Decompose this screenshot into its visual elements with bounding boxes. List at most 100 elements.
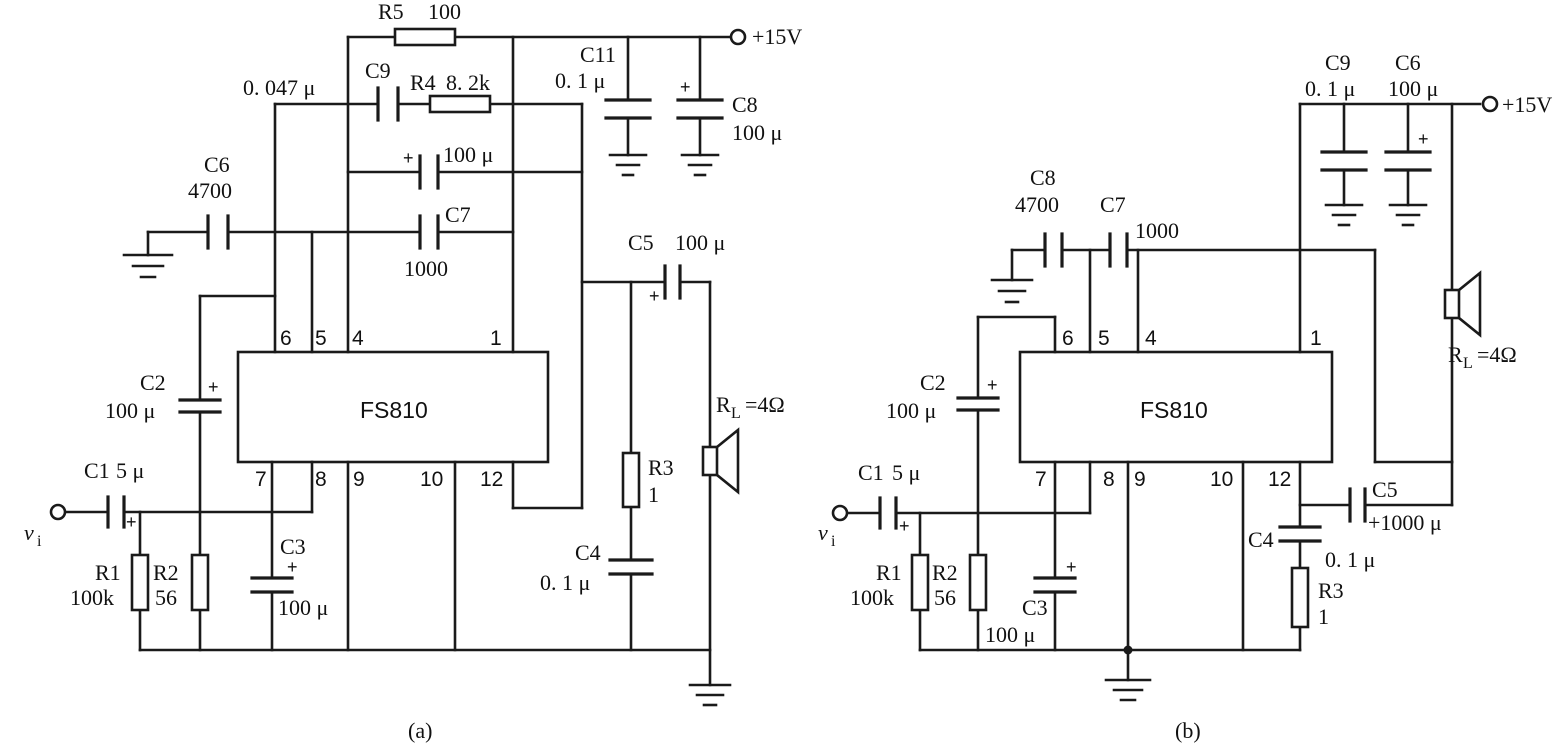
- value-c7-b: 1000: [1135, 218, 1179, 243]
- label-c8-b: C8: [1030, 165, 1056, 190]
- value-c4-a: 0. 1 μ: [540, 570, 590, 595]
- capacitor-c4-a: [608, 558, 654, 576]
- label-r2-b: R2: [932, 560, 958, 585]
- label-c6-b: C6: [1395, 50, 1421, 75]
- label-r4-a: R4: [410, 70, 436, 95]
- load-prefix-b: R: [1448, 342, 1463, 367]
- ground-c11-a: [608, 153, 648, 177]
- value-r3-a: 1: [648, 482, 659, 507]
- capacitor-c8-a: [676, 98, 724, 157]
- label-c1-b: C1: [858, 460, 884, 485]
- label-c4-a: C4: [575, 540, 601, 565]
- value-r2-b: 56: [934, 585, 956, 610]
- resistor-r1-a: [130, 553, 150, 612]
- capacitor-c5-b: [1348, 487, 1367, 523]
- input-subscript-b: i: [831, 533, 836, 550]
- ground-c8-b: [990, 278, 1034, 304]
- capacitor-c9-a: [376, 86, 400, 122]
- value-r5-a: 100: [428, 0, 461, 24]
- value-c5-a: 100 μ: [675, 230, 725, 255]
- capacitor-c7-a: [418, 214, 440, 250]
- label-c9-a: C9: [365, 58, 391, 83]
- supply-terminal-a: [729, 28, 747, 46]
- ground-c9-b: [1324, 203, 1364, 227]
- label-r3-b: R3: [1318, 578, 1344, 603]
- junction-dot-b: [1123, 645, 1133, 655]
- value-c2-b: 100 μ: [886, 398, 936, 423]
- value-c11-a: 0. 1 μ: [555, 68, 605, 93]
- plus-c2-a: +: [208, 377, 219, 397]
- value-c9-b: 0. 1 μ: [1305, 76, 1355, 101]
- value-100u-a: 100 μ: [443, 142, 493, 167]
- plus-c3-a: +: [287, 557, 298, 577]
- value-c3-a: 100 μ: [278, 595, 328, 620]
- capacitor-c9-b: [1320, 150, 1368, 207]
- load-value-a: =4Ω: [745, 392, 785, 417]
- label-c2-a: C2: [140, 370, 166, 395]
- plus-c1-b: +: [899, 516, 910, 536]
- resistor-r2-b: [968, 553, 988, 612]
- capacitor-c2-b: [956, 396, 1000, 412]
- resistor-r4-a: [428, 94, 492, 114]
- value-r4-a: 8. 2k: [446, 70, 490, 95]
- label-c3-b: C3: [1022, 595, 1048, 620]
- label-c5-b: C5: [1372, 477, 1398, 502]
- plus-c1-a: +: [126, 512, 137, 532]
- capacitor-c3-a: [250, 576, 294, 594]
- label-c11-a: C11: [580, 42, 616, 67]
- wires-a: [64, 35, 732, 687]
- value-r1-a: 100k: [70, 585, 114, 610]
- value-c6-a: 4700: [188, 178, 232, 203]
- chip-body-a: [236, 350, 550, 464]
- ground-main-b: [1104, 678, 1152, 702]
- capacitor-c7-b: [1108, 232, 1129, 268]
- capacitor-100u-a: [418, 154, 440, 190]
- supply-label-a: +15V: [752, 24, 802, 49]
- value-c5-b: +1000 μ: [1368, 510, 1442, 535]
- pin-4-a: 4: [352, 327, 364, 350]
- wires-b: [845, 102, 1482, 682]
- chip-label-a: FS810: [360, 397, 428, 423]
- resistor-r5-a: [393, 27, 457, 47]
- label-c7-a: C7: [445, 202, 471, 227]
- label-c6-a: C6: [204, 152, 230, 177]
- input-terminal-b: [831, 504, 849, 522]
- capacitor-c11-a: [604, 98, 652, 157]
- plus-c3-b: +: [1066, 557, 1077, 577]
- speaker-icon-b: [1443, 270, 1482, 338]
- label-c1-a: C1: [84, 458, 110, 483]
- label-r2-a: R2: [153, 560, 179, 585]
- pin-5-a: 5: [315, 327, 327, 350]
- ground-main-a: [688, 683, 732, 707]
- load-subscript-a: L: [731, 405, 741, 422]
- plus-c2-b: +: [987, 375, 998, 395]
- ground-c8-a: [680, 153, 720, 177]
- input-symbol-b: v: [818, 520, 828, 545]
- value-c7-a: 1000: [404, 256, 448, 281]
- capacitor-c1-b: [878, 496, 898, 530]
- load-subscript-b: L: [1463, 355, 1473, 372]
- pin-8-a: 8: [315, 468, 327, 491]
- input-terminal-a: [49, 503, 67, 521]
- pin-7-b: 7: [1035, 468, 1047, 491]
- label-c4-b: C4: [1248, 527, 1274, 552]
- capacitor-c6-a: [206, 214, 230, 250]
- label-c8-a: C8: [732, 92, 758, 117]
- speaker-icon-a: [701, 427, 740, 495]
- supply-terminal-b: [1481, 95, 1499, 113]
- value-r1-b: 100k: [850, 585, 894, 610]
- chip-body-b: [1018, 350, 1334, 464]
- capacitor-c4-b: [1278, 525, 1322, 543]
- resistor-r2-a: [190, 553, 210, 612]
- schematic-a: FS810 6 5 4 1 7 8 9 10 12: [24, 0, 802, 743]
- pin-6-b: 6: [1062, 327, 1074, 350]
- pin-8-b: 8: [1103, 468, 1115, 491]
- label-r1-a: R1: [95, 560, 121, 585]
- value-c1-a: 5 μ: [116, 458, 144, 483]
- pin-10-b: 10: [1210, 468, 1233, 491]
- label-c7-b: C7: [1100, 192, 1126, 217]
- resistor-r1-b: [910, 553, 930, 612]
- pin-1-a: 1: [490, 327, 502, 350]
- value-c8-b: 4700: [1015, 192, 1059, 217]
